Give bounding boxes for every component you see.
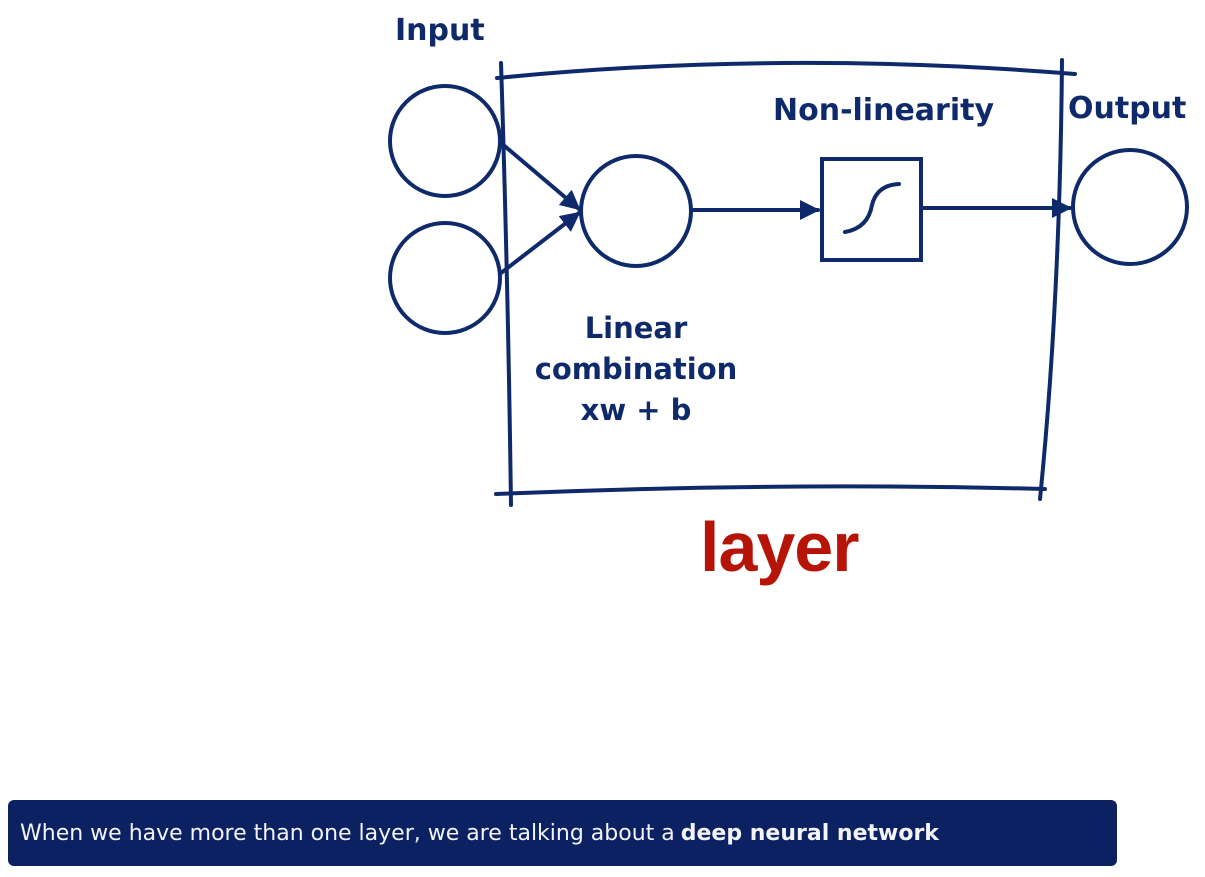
caption-bold-text: deep neural network (680, 820, 939, 846)
output-neuron (1071, 148, 1189, 266)
linear-combination-label: Linear combination xw + b (520, 308, 752, 431)
layer-box-left (499, 61, 513, 507)
linear-combination-line1: Linear (584, 311, 688, 345)
layer-box-bottom (494, 484, 1047, 496)
input-neuron-1 (388, 84, 502, 198)
input-neuron-2 (388, 221, 502, 335)
linear-combination-neuron (579, 154, 693, 268)
caption-bar: When we have more than one layer, we are… (8, 800, 1117, 866)
layer-label: layer (700, 508, 859, 586)
edge-input1-linear (499, 141, 581, 211)
output-label: Output (1068, 91, 1187, 126)
edge-input2-linear (499, 211, 581, 275)
sigmoid-curve-icon (843, 182, 901, 234)
linear-combination-formula: xw + b (580, 393, 692, 427)
layer-box-top (495, 60, 1077, 80)
non-linearity-label: Non-linearity (773, 93, 995, 128)
linear-combination-line2: combination (534, 352, 738, 386)
caption-text: When we have more than one layer, we are… (20, 820, 675, 846)
input-label: Input (395, 13, 485, 48)
layer-box-right (1038, 58, 1064, 501)
